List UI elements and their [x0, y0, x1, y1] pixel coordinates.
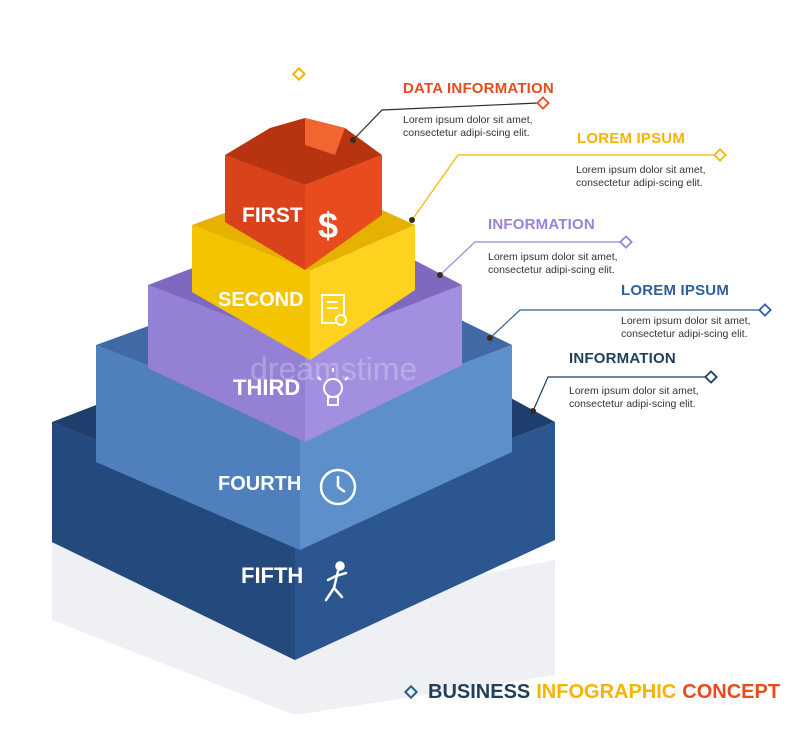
- callout-body-line: consectetur adipi-scing elit.: [488, 264, 615, 276]
- callout-body-line: Lorem ipsum dolor sit amet,: [569, 385, 699, 397]
- callout-title-3: INFORMATION: [488, 216, 595, 233]
- tier-label-fourth: FOURTH: [218, 473, 301, 495]
- watermark: dreamstime: [250, 351, 417, 387]
- diamond-marker-icon: [758, 303, 772, 317]
- diamond-decoration-icon: [291, 66, 307, 82]
- diamond-marker-icon: [713, 148, 727, 162]
- tier-label-second: SECOND: [218, 289, 304, 311]
- dollar-icon: $: [318, 205, 338, 246]
- callout-body-line: consectetur adipi-scing elit.: [576, 177, 703, 189]
- callout-body-line: Lorem ipsum dolor sit amet,: [403, 114, 533, 126]
- connector-dot: [350, 137, 356, 143]
- diamond-marker-icon: [536, 96, 550, 110]
- connector-dot: [487, 335, 493, 341]
- callout-body-4: Lorem ipsum dolor sit amet, consectetur …: [621, 315, 751, 341]
- callout-body-5: Lorem ipsum dolor sit amet, consectetur …: [569, 385, 699, 411]
- tier-label-third: THIRD: [233, 375, 300, 400]
- diamond-marker-icon: [704, 370, 718, 384]
- footer-word-infographic: INFOGRAPHIC: [536, 681, 677, 703]
- clock-icon: [319, 468, 357, 506]
- callout-body-line: consectetur adipi-scing elit.: [621, 328, 748, 340]
- callout-body-2: Lorem ipsum dolor sit amet, consectetur …: [576, 164, 706, 190]
- footer-word-business: BUSINESS: [428, 681, 531, 703]
- tier-label-fifth: FIFTH: [241, 563, 303, 588]
- callout-body-line: consectetur adipi-scing elit.: [569, 398, 696, 410]
- connector-dot: [437, 272, 443, 278]
- certificate-icon: [321, 294, 347, 326]
- tier-label-first: FIRST: [242, 204, 303, 227]
- callout-title-5: INFORMATION: [569, 350, 676, 367]
- callout-title-2: LOREM IPSUM: [577, 130, 686, 147]
- callout-body-line: Lorem ipsum dolor sit amet,: [621, 315, 751, 327]
- callout-title-1: DATA INFORMATION: [403, 80, 554, 97]
- callout-body-1: Lorem ipsum dolor sit amet, consectetur …: [403, 114, 533, 140]
- lightbulb-icon: [317, 368, 349, 406]
- callout-body-line: Lorem ipsum dolor sit amet,: [576, 164, 706, 176]
- connector-dot: [530, 408, 536, 414]
- callout-body-line: consectetur adipi-scing elit.: [403, 127, 530, 139]
- diamond-marker-icon: [619, 235, 633, 249]
- callout-title-4: LOREM IPSUM: [621, 282, 730, 299]
- tier-first: [225, 118, 382, 270]
- runner-icon: [324, 561, 348, 602]
- connector-dot: [409, 217, 415, 223]
- callout-connectors: [352, 102, 762, 412]
- footer-word-concept: CONCEPT: [682, 681, 781, 703]
- callout-body-3: Lorem ipsum dolor sit amet, consectetur …: [488, 251, 618, 277]
- callout-body-line: Lorem ipsum dolor sit amet,: [488, 251, 618, 263]
